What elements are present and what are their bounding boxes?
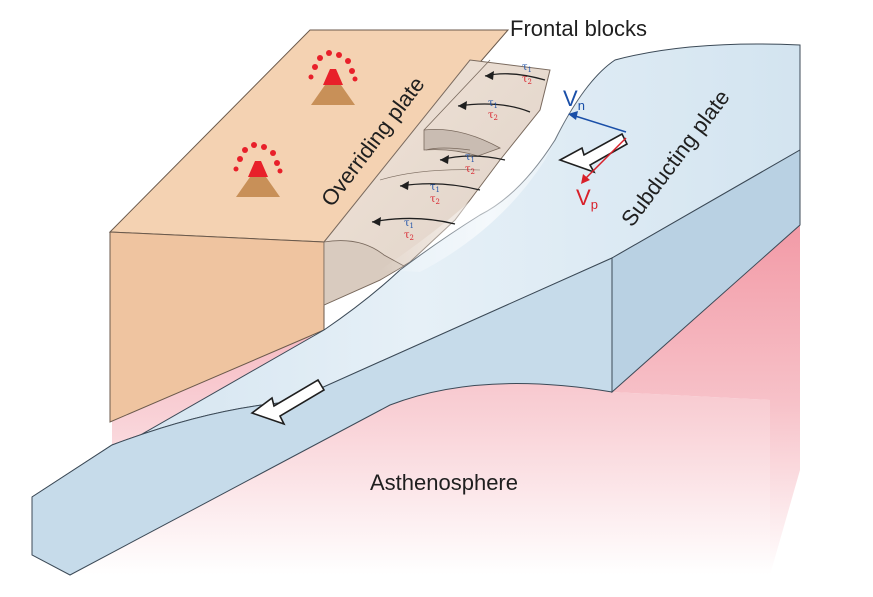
frontal-block-divider-2	[425, 147, 471, 151]
frontal-blocks-label: Frontal blocks	[510, 16, 647, 41]
tau2-symbol: τ2	[465, 164, 475, 176]
stress-components: τ1 τ2 τ1 τ2 τ1 τ2 τ1 τ2 τ1 τ2	[404, 62, 532, 242]
tau1-symbol: τ1	[430, 182, 440, 194]
frontal-block-front	[323, 240, 405, 306]
slab-motion-arrow-icon	[250, 378, 326, 426]
tau2-symbol: τ2	[488, 110, 498, 122]
frontal-block-divider-3	[379, 169, 481, 181]
tau1-symbol: τ1	[488, 98, 498, 110]
subducting-plate-sheen	[380, 70, 600, 272]
frontal-block-divider	[423, 59, 491, 131]
volcano-icon	[233, 142, 283, 197]
volcano-icon	[308, 50, 358, 105]
frontal-blocks	[323, 59, 551, 306]
arrow-icon	[440, 155, 449, 164]
arrow-icon	[485, 71, 494, 80]
tau2-symbol: τ2	[522, 74, 532, 86]
slip-arrowheads	[372, 71, 494, 226]
stress-pair: τ1 τ2	[404, 218, 414, 242]
vp-vector	[583, 137, 627, 181]
frontal-block-front-2	[423, 129, 501, 157]
vn-vector	[571, 114, 627, 133]
stress-pair: τ1 τ2	[465, 152, 475, 176]
arrow-icon	[400, 181, 409, 190]
tau1-symbol: τ1	[465, 152, 475, 164]
velocity-vectors	[568, 111, 627, 184]
subducting-plate-side	[611, 149, 801, 394]
arrow-icon	[372, 217, 381, 226]
tau1-symbol: τ1	[522, 62, 532, 74]
tau2-symbol: τ2	[430, 194, 440, 206]
vn-label: Vn	[563, 86, 585, 113]
tau1-symbol: τ1	[404, 218, 414, 230]
stress-pair: τ1 τ2	[488, 98, 498, 122]
vp-label: Vp	[576, 185, 598, 212]
arrow-icon	[568, 111, 578, 120]
asthenosphere-label: Asthenosphere	[370, 470, 518, 495]
tau2-symbol: τ2	[404, 230, 414, 242]
arrow-icon	[458, 101, 467, 110]
arrow-icon	[581, 174, 590, 184]
subducting-plate	[31, 43, 801, 576]
stress-pair: τ1 τ2	[430, 182, 440, 206]
stress-pair: τ1 τ2	[522, 62, 532, 86]
